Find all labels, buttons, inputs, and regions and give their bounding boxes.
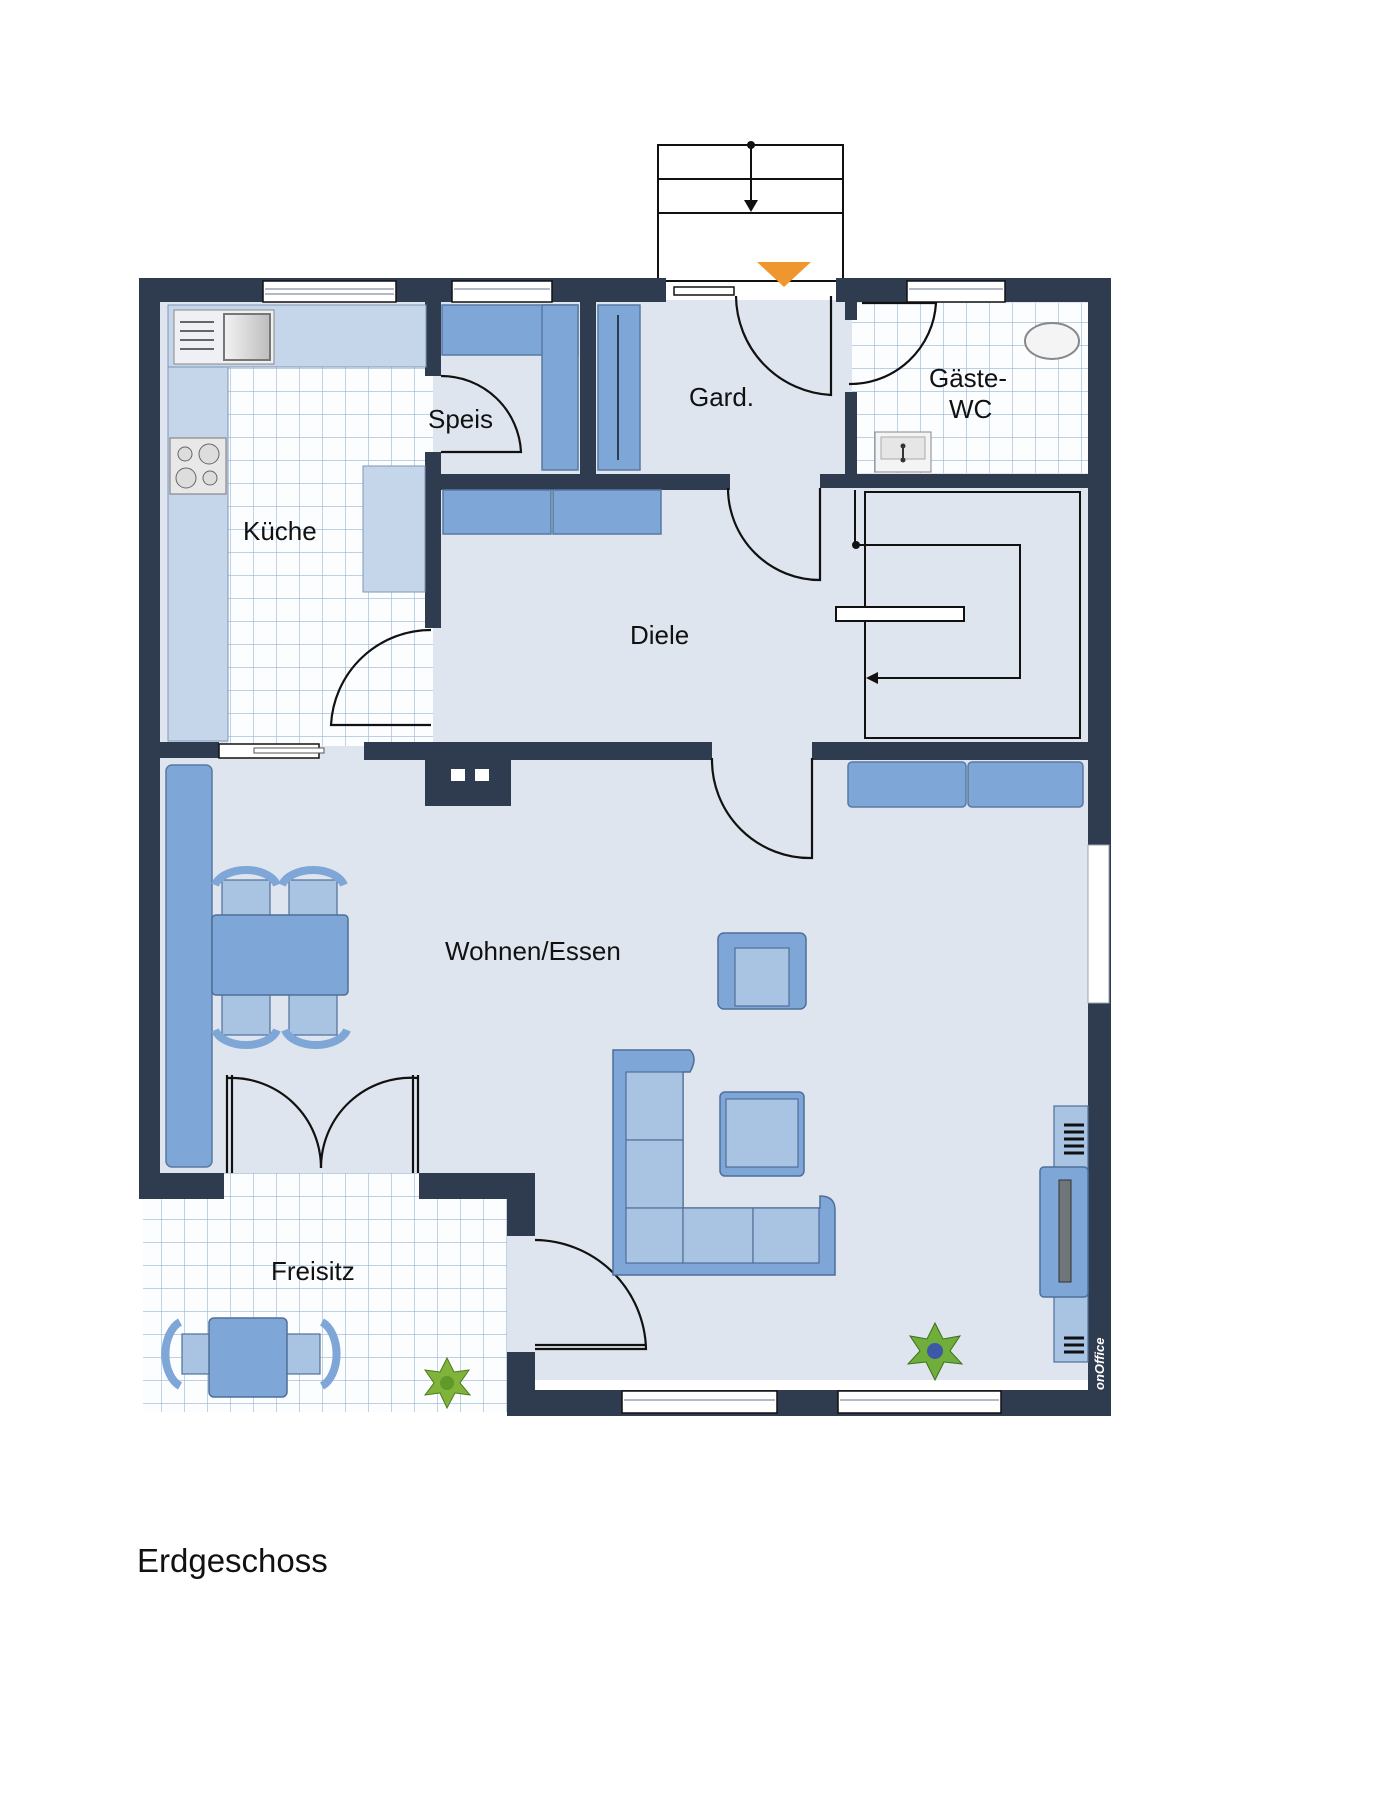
room-label-gard: Gard. <box>689 382 754 412</box>
room-label-kueche: Küche <box>243 516 317 546</box>
room-label-speis: Speis <box>428 404 493 434</box>
interior-stairs <box>835 490 1081 739</box>
dining-table <box>211 865 351 1050</box>
terrace-table <box>161 1317 341 1398</box>
hall-cabinets <box>442 489 662 535</box>
windows <box>218 280 1006 1414</box>
room-label-freisitz: Freisitz <box>271 1256 355 1286</box>
coffee-table <box>719 1091 805 1177</box>
stove-icon <box>169 437 227 495</box>
wardrobe <box>597 304 641 471</box>
toilet-icon <box>1024 322 1080 360</box>
plant-icon <box>906 1321 964 1382</box>
room-label-gaeste-wc-2: WC <box>949 394 992 424</box>
sideboard-top-right <box>847 761 1084 808</box>
tv-unit <box>1039 1105 1089 1363</box>
terrace-tiles-top <box>223 1173 419 1193</box>
floor-title: Erdgeschoss <box>137 1542 328 1579</box>
room-label-gaeste-wc-1: Gäste- <box>929 363 1007 393</box>
sideboard-left <box>165 764 213 1168</box>
corner-sofa <box>612 1049 836 1276</box>
watermark-logo: onOffice <box>1092 1338 1107 1391</box>
doors <box>225 295 938 1351</box>
walls <box>139 278 1111 1416</box>
pantry-shelves <box>441 304 579 471</box>
window-east <box>1087 844 1110 1004</box>
entrance-stairs <box>657 141 844 282</box>
wash-basin-icon <box>874 431 932 473</box>
plant-icon <box>423 1356 472 1410</box>
room-label-wohnen-essen: Wohnen/Essen <box>445 936 621 966</box>
room-label-diele: Diele <box>630 620 689 650</box>
armchair <box>717 932 807 1010</box>
entrance-arrow-icon <box>757 262 811 287</box>
kitchen-sink-icon <box>173 309 275 365</box>
